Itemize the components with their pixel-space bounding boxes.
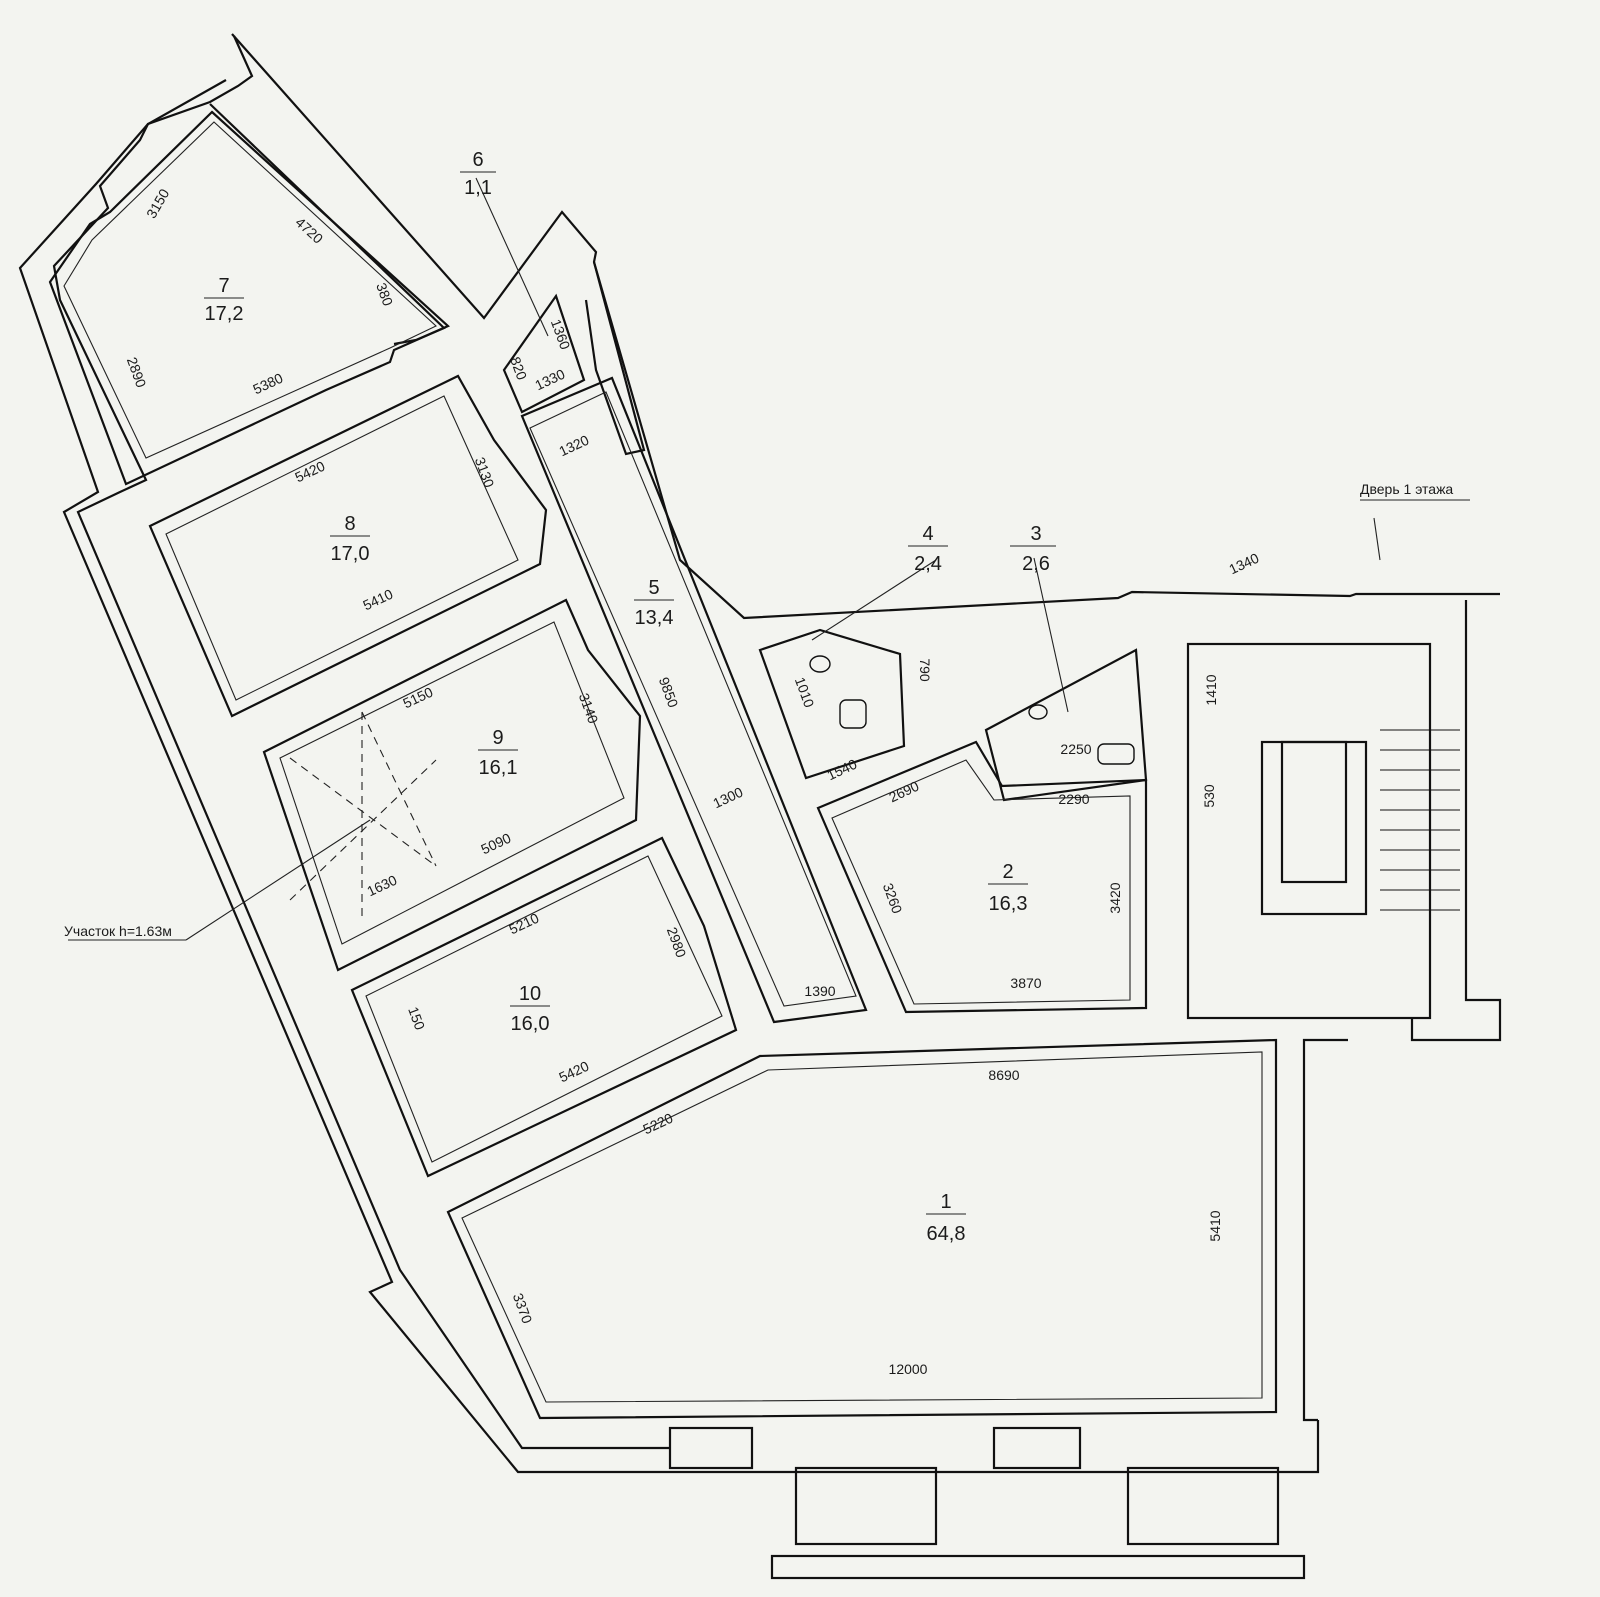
room-8-number: 8 [344,513,355,535]
room-3-area: 2,6 [1022,553,1050,575]
room-5-number: 5 [648,577,659,599]
room-7-outline [48,110,450,486]
dimension-label: 5420 [556,1058,591,1086]
dimension-label: 3130 [472,455,498,490]
dimension-label: 530 [1201,784,1217,808]
dimension-label: 150 [405,1005,428,1033]
room-3-number: 3 [1030,523,1041,545]
dimension-label: 380 [373,281,396,309]
dimension-label: 5410 [360,586,395,614]
dimension-label: 9850 [656,675,682,710]
dimension-label: 1320 [556,432,591,460]
dimension-label: 5380 [250,370,285,398]
room-6-area: 1,1 [464,177,492,199]
dimension-label: 790 [917,658,933,682]
room-6-outline [502,293,586,414]
room-1-area: 64,8 [927,1223,966,1245]
dimension-label: 3260 [880,881,906,916]
dimension-label: 12000 [889,1361,928,1377]
dimension-label: 3150 [143,186,173,221]
dimension-label: 5150 [400,684,435,712]
room-7-number: 7 [218,275,229,297]
toilet-icon [1097,743,1135,765]
room-1-outline [446,1038,1278,1420]
dimension-label: 4720 [292,214,326,247]
dimension-label: 1390 [804,983,835,999]
dimension-label: 3870 [1010,975,1041,991]
room-4-number: 4 [922,523,933,545]
dimension-label: 1360 [548,317,574,352]
room-2-outline [816,740,1148,1014]
dimension-label: 2290 [1058,791,1089,807]
room-4-outline [758,628,906,780]
low-ceiling-zone [289,711,437,920]
dimension-label: 1010 [792,675,818,710]
outer-wall-top [231,33,1500,620]
dimension-label: 2890 [124,355,150,390]
sink-icon [1028,704,1048,720]
stair-block [1186,642,1432,1020]
dimension-label: 8690 [988,1067,1019,1083]
door-note: Дверь 1 этажа [1360,481,1453,497]
room-1-number: 1 [940,1191,951,1213]
corridor-right-wall [584,261,646,456]
window-bottom-1 [668,1426,754,1470]
sink-icon [809,655,831,673]
room-8-area: 17,0 [331,543,370,565]
room-10-outline [350,836,738,1178]
room-10-number: 10 [519,983,541,1005]
toilet-icon [839,699,867,729]
room-4-area: 2,4 [914,553,942,575]
room-9-outline [262,598,642,972]
dimension-label: 3420 [1107,882,1123,913]
room-labels: 7 17,2 6 1,1 8 17,0 5 13,4 9 16,1 10 16,… [204,149,1056,1245]
dimension-label: 2980 [664,925,690,960]
dimension-label: 2250 [1060,741,1091,757]
wall-right-lower [1302,1038,1348,1422]
fixtures [809,655,1135,765]
room-5-outline [520,376,868,1024]
room-2-area: 16,3 [989,893,1028,915]
zone-note: Участок h=1.63м [64,923,172,939]
dimension-label: 5090 [478,830,513,858]
dimension-label: 5420 [292,458,327,486]
dimension-label: 1540 [824,756,859,784]
dimension-label: 5210 [506,910,541,938]
room-2-number: 2 [1002,861,1013,883]
dimension-label: 1630 [364,872,399,900]
dimension-label: 1410 [1203,674,1219,705]
room-9-area: 16,1 [479,757,518,779]
dimension-label: 3370 [510,1291,536,1326]
dimension-label: 5410 [1207,1210,1223,1241]
dimension-label: 1340 [1226,550,1261,578]
room-outlines [48,110,1278,1420]
leader-lines [68,177,1381,941]
staircase [770,729,1460,1580]
outer-wall-right [1410,600,1502,1042]
room-7-area: 17,2 [205,303,244,325]
dimension-label: 1300 [710,784,745,812]
outer-wall-left [18,35,1320,1474]
room-3-outline [984,648,1148,802]
window-bottom-2 [992,1426,1082,1470]
annotations: Дверь 1 этажа Участок h=1.63м [64,481,1470,939]
room-10-area: 16,0 [511,1013,550,1035]
dimension-label: 3140 [576,691,602,726]
dimension-label: 2690 [886,778,921,806]
inner-wall-left [52,79,670,1450]
room-8-outline [148,374,548,718]
room-6-number: 6 [472,149,483,171]
room-9-number: 9 [492,727,503,749]
dimension-label: 1330 [532,366,567,394]
room-5-area: 13,4 [635,607,674,629]
dimension-label: 820 [507,355,530,383]
exterior-walls [18,33,1502,1474]
